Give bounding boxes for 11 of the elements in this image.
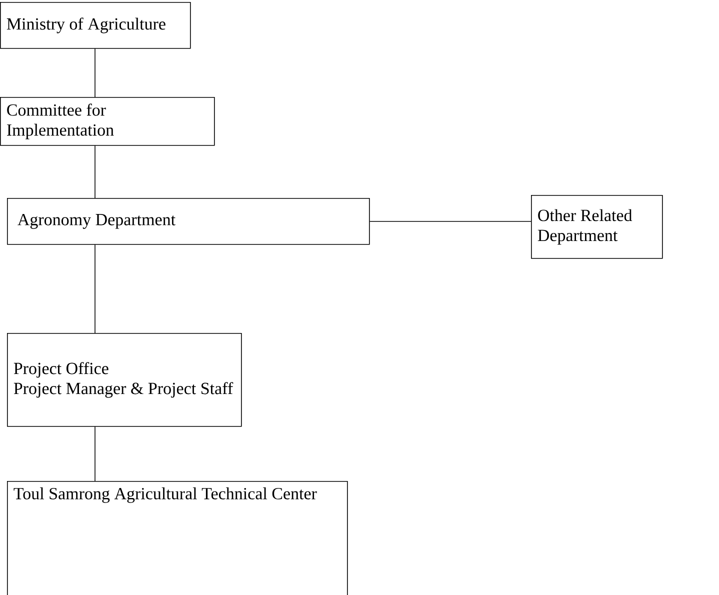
connector-line <box>369 221 532 222</box>
connector-line <box>94 145 96 198</box>
org-box: Committee for Implementation <box>0 97 215 146</box>
org-box: Toul Samrong Agricultural Technical Center <box>7 481 348 595</box>
org-box: Ministry of Agriculture <box>0 2 191 49</box>
connector-line <box>94 48 96 98</box>
connector-line <box>94 244 96 334</box>
org-box: Agronomy Department <box>7 198 370 245</box>
org-box: Project Office Project Manager & Project Staff <box>7 333 242 427</box>
org-box: Other Related Department <box>531 195 663 259</box>
connector-line <box>94 426 96 482</box>
